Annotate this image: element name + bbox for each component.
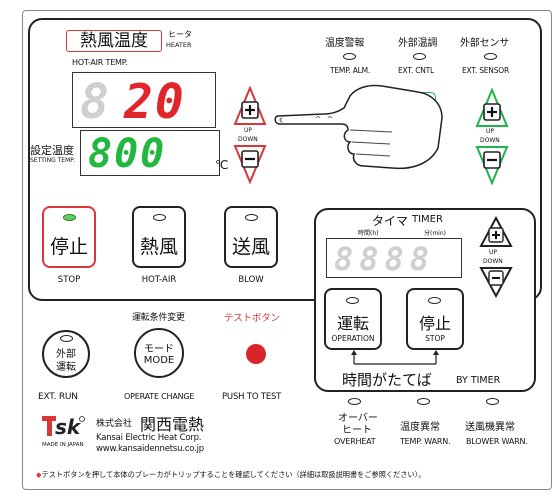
operate-change-top-label: 運転条件変更 [132, 313, 185, 323]
company-name-jp: 関西電熱 [140, 415, 205, 434]
ext-cntl-led [413, 53, 426, 60]
hot-air-panel [28, 18, 542, 301]
hot-air-label-en: HOT-AIR [141, 275, 177, 285]
ext-sensor-label-en: EXT. SENSOR [462, 66, 509, 75]
heater-label-en: HEATER [166, 41, 192, 49]
blower-warn-label-en: BLOWER WARN. [466, 437, 528, 446]
ext-run-label-en: EXT. RUN [38, 392, 78, 402]
overheat-led [348, 398, 361, 405]
temp-up-button[interactable] [233, 86, 267, 126]
setting-temp-label-jp: 設定温度 [30, 144, 74, 157]
pointing-hand-icon [274, 84, 443, 170]
timer-title-en: TIMER [412, 214, 443, 225]
timer-operation-label: 運転 [336, 314, 369, 333]
setting-temp-value: 800 [88, 131, 167, 177]
timer-stop-label: 停止 [418, 314, 451, 333]
sensor-up-label: UP [486, 128, 495, 135]
ext-cntl-label-en: EXT. CNTL [398, 66, 435, 75]
footer-note: ◆テストボタンを押して本体のブレーカがトリップすることを確認してください（詳細は… [36, 470, 425, 480]
overheat-label-jp2: ヒート [342, 425, 372, 436]
sensor-down-label: DOWN [480, 137, 500, 144]
mode-button[interactable] [134, 328, 184, 378]
company-prefix: 株式会社 [96, 419, 133, 429]
made-in-japan: MADE IN JAPAN [42, 442, 84, 448]
timer-up-button[interactable] [479, 216, 513, 248]
timer-title-jp: タイマ [372, 214, 409, 228]
temp-down-button[interactable] [233, 144, 267, 184]
current-temp-ghost: 8 [80, 74, 111, 130]
blower-warn-led [486, 398, 499, 405]
company-name-en: Kansai Electric Heat Corp. [96, 433, 202, 443]
stop-label-en: STOP [57, 275, 81, 285]
blower-warn-label-jp: 送風機異常 [465, 422, 515, 433]
temp-warn-led [417, 398, 430, 405]
timer-down-button[interactable] [479, 266, 513, 298]
ext-run-label-jp2: 運転 [56, 362, 76, 373]
timer-stop-led [428, 297, 441, 304]
footer-bullet-icon: ◆ [36, 470, 42, 479]
timer-operation-label-en: OPERATION [331, 334, 375, 343]
stop-led [63, 214, 76, 221]
hot-air-temp-label: HOT-AIR TEMP. [72, 58, 128, 67]
setting-temp-display [80, 130, 220, 176]
current-temp-value: 20 [124, 74, 186, 130]
timer-up-label: UP [489, 249, 498, 256]
test-button-top-label: テストボタン [224, 313, 280, 324]
setting-temp-label-en: SETTING TEMP. [30, 157, 75, 164]
operate-change-label-en: OPERATE CHANGE [124, 392, 195, 401]
tsk-logo-icon: sk [42, 415, 85, 439]
timer-operation-led [346, 297, 359, 304]
sensor-up-button[interactable] [475, 88, 509, 128]
by-timer-jp: 時間がたてば [342, 371, 432, 389]
sensor-down-button[interactable] [475, 145, 509, 185]
overheat-label-jp1: オーバー [338, 413, 378, 424]
hot-air-title: 熱風温度 [80, 31, 148, 51]
push-to-test-label: PUSH TO TEST [222, 392, 282, 402]
current-temp-display [72, 72, 216, 128]
temp-warn-label-en: TEMP. WARN. [400, 437, 451, 446]
temp-alarm-label-jp: 温度警報 [325, 38, 365, 49]
ext-sensor-led [484, 53, 497, 60]
temp-alarm-led [343, 53, 356, 60]
timer-ghost-digits: 8888 [334, 240, 436, 278]
ext-sensor-label-jp: 外部センサ [460, 38, 509, 49]
hot-air-led [153, 214, 166, 221]
hot-air-button-label: 熱風 [139, 236, 178, 258]
temp-up-label: UP [244, 127, 253, 134]
ext-cntl-label-jp: 外部温調 [398, 38, 438, 49]
by-timer-en: BY TIMER [456, 375, 501, 386]
timer-display [326, 238, 462, 278]
heater-label-jp: ヒータ [168, 30, 192, 39]
mode-label-en: MODE [143, 355, 175, 366]
ext-run-led [60, 335, 73, 342]
temp-down-label: DOWN [238, 136, 258, 143]
timer-minute-label: 分(min) [424, 230, 446, 237]
company-url: www.kansaidennetsu.co.jp [96, 444, 205, 454]
timer-hour-label: 時間(h) [358, 230, 379, 237]
footer-note-text: テストボタンを押して本体のブレーカがトリップすることを確認してください（詳細は取… [41, 470, 426, 479]
temp-alarm-label-en: TEMP. ALM. [330, 66, 371, 75]
company-logo: sk [42, 410, 88, 439]
blow-led [245, 214, 258, 221]
mode-label-jp: モード [144, 344, 174, 355]
temp-warn-label-jp: 温度異常 [400, 422, 440, 433]
ext-run-label-jp1: 外部 [56, 349, 76, 360]
blow-button-label: 送風 [231, 236, 270, 258]
blow-label-en: BLOW [238, 275, 264, 285]
timer-down-label: DOWN [483, 258, 503, 265]
stop-button-label: 停止 [49, 236, 88, 258]
timer-stop-label-en: STOP [425, 334, 445, 343]
celsius-unit: ℃ [215, 158, 229, 172]
timer-bracket-arrows [351, 350, 439, 365]
hot-air-title-box [66, 30, 162, 52]
push-to-test-button[interactable] [246, 344, 266, 364]
overheat-label-en: OVERHEAT [334, 437, 376, 446]
svg-text:sk: sk [55, 415, 82, 438]
